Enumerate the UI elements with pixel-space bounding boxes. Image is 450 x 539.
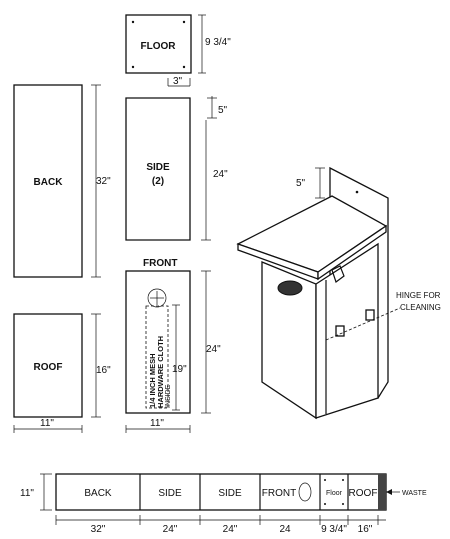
mesh-note-line1: 1/4 INCH MESH [148,353,157,408]
roof-height-dimension: 16" [91,313,111,418]
cut-height-dimension: 11" [20,473,52,511]
side-panel: SIDE (2) [125,97,191,241]
cut-height-text: 11" [20,488,34,499]
roof-height-text: 16" [96,365,111,376]
floor-height-dimension: 9 3/4" [198,14,231,74]
assembly-5-text: 5" [296,178,306,189]
cut-length-dimensions: 32" 24" 24" 24 9 3/4" 16" [55,515,386,535]
side-height-text: 24" [213,169,228,180]
cut-length-floor: 9 3/4" [321,524,347,535]
cut-segment-back: BACK [84,488,112,499]
hinge-note-line2: CLEANING [400,303,441,312]
cut-length-back: 32" [91,524,106,535]
front-height-text: 24" [206,344,221,355]
waste-label: WASTE [402,490,427,497]
back-label: BACK [34,177,64,188]
assembled-birdhouse [236,166,401,420]
cut-segment-floor: Floor [326,490,343,497]
assembly-5-dimension: 5" [296,167,325,199]
cut-segment-side-1: SIDE [158,488,182,499]
back-height-text: 32" [96,176,111,187]
front-panel: 1/4 INCH MESH HARDWARE CLOTH INSIDE [125,270,191,414]
gap-5-text: 5" [218,105,228,116]
side-label: SIDE [146,162,170,173]
roof-label: ROOF [34,362,63,373]
width-right-dimension: 11" [125,418,191,433]
front-inner-text: 19" [172,364,187,375]
cut-length-side-2: 24" [223,524,238,535]
waste-callout: WASTE [386,489,427,497]
cut-length-roof: 16" [358,524,373,535]
roof-panel: ROOF [13,313,83,418]
side-height-dimension: 24" [201,120,228,241]
floor-height-text: 9 3/4" [205,37,231,48]
width-left-text: 11" [40,418,54,429]
cut-length-side-1: 24" [163,524,178,535]
cut-layout-board: BACK SIDE SIDE FRONT Floor ROOF [55,473,387,511]
front-height-dimension: 24" [201,270,221,414]
cut-segment-front: FRONT [262,488,296,499]
cut-segment-roof: ROOF [349,488,378,499]
gap-3-text: 3" [173,76,183,87]
floor-label: FLOOR [141,41,177,52]
mesh-note-line2: HARDWARE CLOTH [156,336,165,408]
cut-length-front: 24 [279,524,291,535]
width-left-dimension: 11" [13,418,83,433]
back-panel: BACK [13,84,83,278]
cut-segment-side-2: SIDE [218,488,242,499]
floor-panel: FLOOR [125,14,192,74]
front-label: FRONT [143,258,177,269]
back-height-dimension: 32" [91,84,111,278]
hinge-note-line1: HINGE FOR [396,291,441,300]
width-right-text: 11" [150,418,164,429]
gap-5-dimension: 5" [207,96,228,119]
gap-3-dimension: 3" [167,76,191,87]
mesh-note-line3: INSIDE [165,384,172,408]
front-inner-dimension: 19" [172,304,187,411]
side-count-label: (2) [152,176,164,187]
